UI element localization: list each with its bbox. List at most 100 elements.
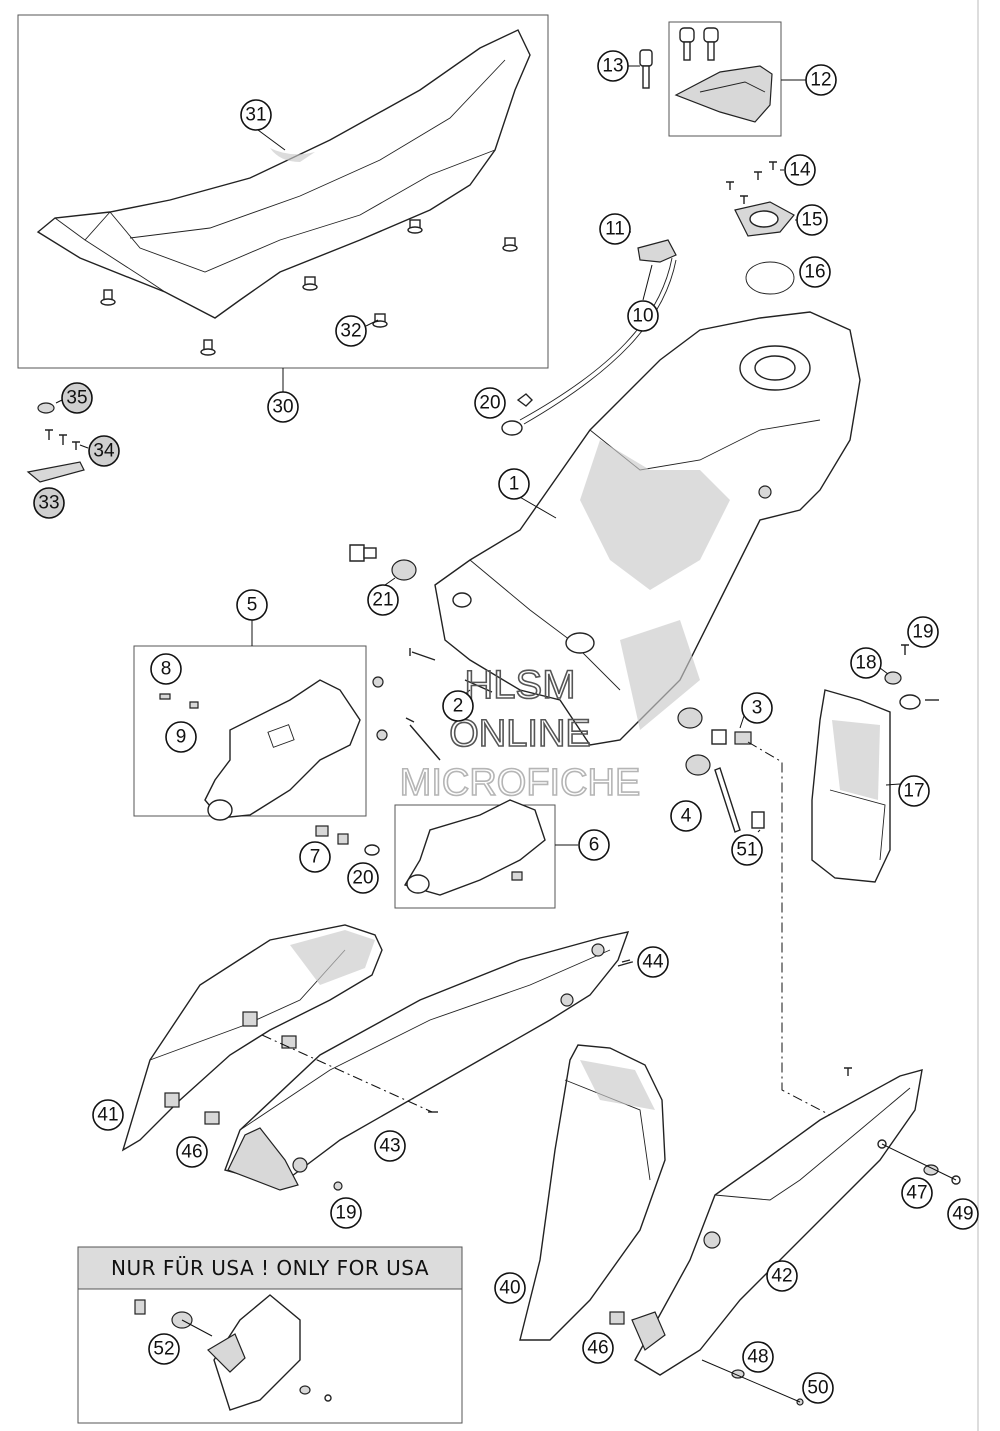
leader-21: [384, 577, 396, 586]
callout-47-circle: [901, 1177, 933, 1209]
lock-set-box: [668, 21, 782, 137]
callout-34: 34: [88, 435, 120, 467]
callout-12: 12: [805, 64, 837, 96]
callout-1-label: 1: [509, 474, 520, 495]
callout-35-label: 35: [66, 388, 87, 409]
watermark-line3: MICROFICHE: [400, 762, 641, 804]
screw-14c: [726, 181, 734, 190]
screw-14a: [769, 161, 777, 170]
callout-42-label: 42: [771, 1266, 792, 1287]
callout-2: 2: [442, 690, 474, 722]
callout-43: 43: [374, 1130, 406, 1162]
chain-guide-5-box: [133, 645, 367, 817]
panel-40-shade: [580, 1060, 655, 1110]
washer-17: [899, 694, 921, 710]
callout-6-label: 6: [589, 835, 600, 856]
callout-48-label: 48: [747, 1347, 768, 1368]
callout-44-circle: [637, 946, 669, 978]
callout-15: 15: [796, 204, 828, 236]
screw-2: [464, 679, 493, 693]
hose-holder-10: [637, 239, 677, 263]
callout-6-circle: [578, 829, 610, 861]
seat-side-crease: [84, 239, 166, 293]
callout-17-label: 17: [903, 781, 924, 802]
callout-47-label: 47: [906, 1183, 927, 1204]
nut-5b: [376, 729, 388, 741]
leader-17: [885, 783, 901, 786]
callout-11: 11: [599, 213, 631, 245]
callout-52-label: 52: [153, 1339, 174, 1360]
callout-19-bottom: 19: [330, 1197, 362, 1229]
callout-50-circle: [802, 1372, 834, 1404]
clips-6: [511, 871, 523, 881]
callout-5-circle: [236, 589, 268, 621]
watermark-line1: HLSM: [464, 663, 575, 707]
callout-50-label: 50: [807, 1378, 828, 1399]
leader-34: [79, 444, 89, 449]
vent-hose: [519, 257, 673, 421]
callout-8-circle: [150, 653, 182, 685]
callout-20-bottom-circle: [347, 862, 379, 894]
callout-50: 50: [802, 1372, 834, 1404]
seat-studs-32: [100, 219, 518, 356]
screw-upper: [409, 648, 436, 661]
callout-20-bottom-label: 20: [352, 868, 373, 889]
side-panel-41: [121, 924, 383, 1152]
callout-43-label: 43: [379, 1136, 400, 1157]
callout-41: 41: [92, 1099, 124, 1131]
clip-41b: [164, 1092, 180, 1108]
chain-guide-6-box: [394, 804, 556, 909]
panel-42-crease: [714, 1087, 911, 1201]
callout-19-top-label: 19: [912, 622, 933, 643]
callout-51-circle: [731, 834, 763, 866]
chain-guide-5-group: [133, 620, 388, 856]
callout-12-circle: [805, 64, 837, 96]
vent-hose-2: [523, 259, 677, 425]
clip-46b: [609, 1311, 625, 1325]
chain-guide-5: [204, 679, 361, 819]
callout-14-label: 14: [789, 160, 811, 181]
callout-51-label: 51: [736, 840, 757, 861]
side-panel-42: [609, 1067, 961, 1406]
callout-16: 16: [799, 256, 831, 288]
clip-41a: [242, 1011, 258, 1027]
leader-50-line: [701, 1359, 801, 1403]
callout-5-label: 5: [247, 595, 258, 616]
callout-46-right-label: 46: [587, 1338, 608, 1359]
usa-clip: [134, 1299, 146, 1315]
callout-balloons: 1 2 3 4 5 6 7 8 9 10 11 12 13 14 15 16 1…: [33, 50, 979, 1404]
callout-31-label: 31: [245, 105, 266, 126]
panel-41-shade: [290, 930, 375, 985]
callout-9: 9: [165, 721, 197, 753]
callout-18: 18: [850, 647, 882, 679]
callout-31: 31: [240, 99, 272, 131]
callout-16-label: 16: [804, 262, 825, 283]
grommet-18: [884, 671, 902, 685]
leader-31: [257, 129, 286, 151]
tank-lower-edge: [469, 559, 621, 691]
callout-34-circle: [88, 435, 120, 467]
callout-21-label: 21: [372, 590, 393, 611]
callout-6: 6: [578, 829, 610, 861]
callout-13: 13: [597, 50, 629, 82]
seat-edge-line: [109, 149, 496, 273]
callout-7: 7: [299, 841, 331, 873]
callout-30-circle: [267, 391, 299, 423]
panel-40: [519, 1044, 666, 1341]
callout-40: 40: [494, 1272, 526, 1304]
callout-10-circle: [627, 300, 659, 332]
callout-46-left: 46: [176, 1136, 208, 1168]
bushing-3: [734, 731, 752, 745]
callout-21-circle: [367, 584, 399, 616]
rear-panel-edge: [829, 789, 886, 861]
mount-bolts-group: [677, 707, 765, 833]
clip-43: [281, 1035, 297, 1049]
callout-52-circle: [148, 1333, 180, 1365]
callout-2-label: 2: [453, 696, 464, 717]
key-13: [639, 49, 653, 89]
callout-34-label: 34: [93, 441, 115, 462]
bolt-3-head: [711, 729, 727, 745]
callout-40-label: 40: [499, 1278, 520, 1299]
bolt-7: [337, 833, 349, 845]
callout-47: 47: [901, 1177, 933, 1209]
